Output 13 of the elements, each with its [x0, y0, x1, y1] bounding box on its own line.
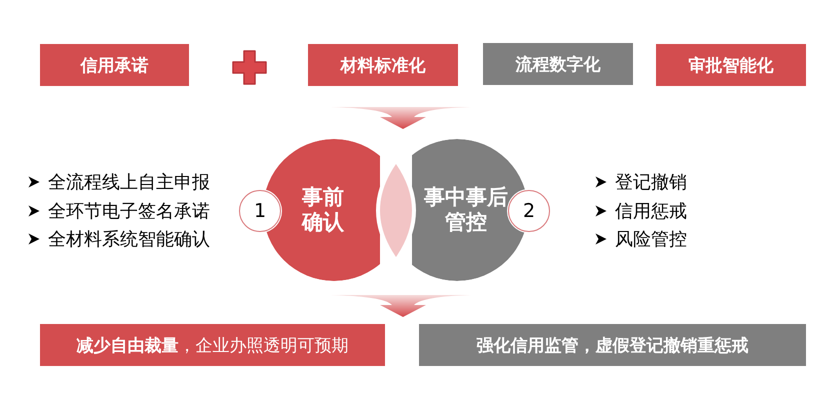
- header-box: 材料标准化: [308, 44, 458, 86]
- list-item: 信用惩戒: [615, 200, 687, 223]
- header-box: 审批智能化: [656, 44, 806, 86]
- list-item: 全材料系统智能确认: [48, 228, 210, 251]
- list-item: 登记撤销: [615, 171, 687, 194]
- header-box: 流程数字化: [483, 43, 633, 85]
- list-item: 风险管控: [615, 228, 687, 251]
- list-item: 全环节电子签名承诺: [48, 200, 210, 223]
- header-box: 信用承诺: [40, 44, 189, 86]
- list-item: 全流程线上自主申报: [48, 171, 210, 194]
- result-bar: 减少自由裁量，企业办照透明可预期: [40, 324, 385, 366]
- result-bar: 强化信用监管，虚假登记撤销重惩戒: [419, 324, 806, 366]
- overlap-lens: [380, 164, 412, 257]
